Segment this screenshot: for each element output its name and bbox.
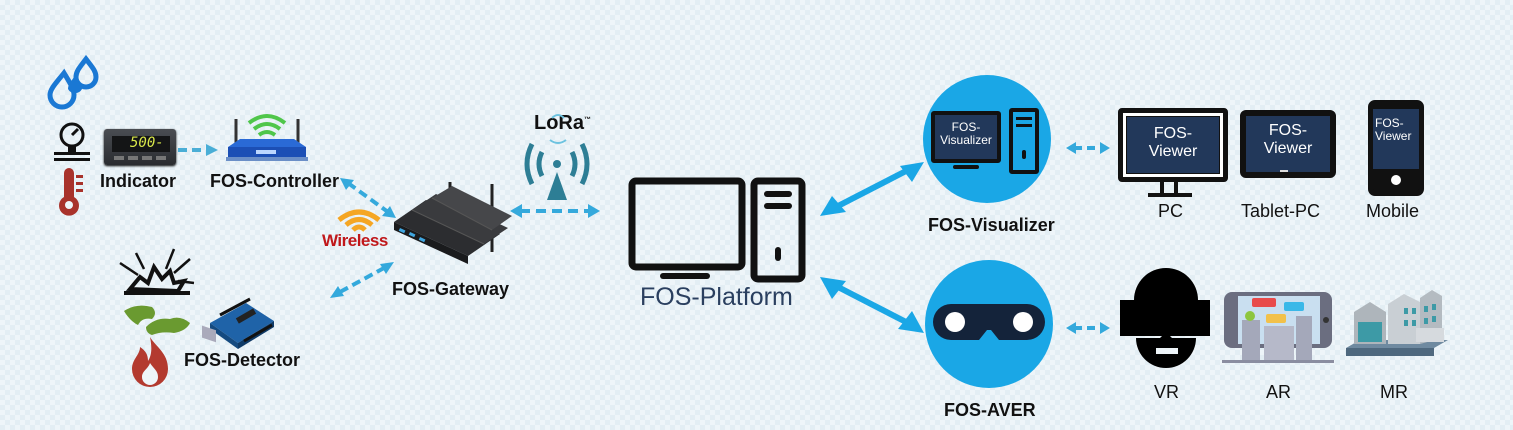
arduino-board-icon	[202, 297, 274, 349]
viewer-pc-label: PC	[1158, 201, 1184, 221]
viewer-mobile: FOS- Viewer Mobile	[1366, 100, 1436, 228]
reality-vr-label: VR	[1154, 382, 1180, 402]
lora-antenna-icon	[524, 114, 590, 200]
pressure-gauge-icon	[54, 122, 90, 161]
mr-buildings-icon	[1346, 290, 1448, 356]
visualizer-node: FOS- Visualizer	[923, 75, 1051, 203]
sensor-group: 500- Indicator FOS-Controller	[40, 54, 340, 225]
indicator-to-controller-arrow	[178, 144, 218, 156]
indicator-label: Indicator	[100, 171, 177, 191]
wifi-icon	[337, 209, 381, 232]
water-drops-icon	[47, 54, 99, 110]
aver-node	[925, 260, 1053, 388]
controller-label: FOS-Controller	[210, 171, 339, 191]
indicator-device: 500-	[104, 129, 176, 165]
indicator-display: 500-	[130, 135, 164, 151]
gateway-device-icon	[394, 182, 512, 264]
fire-icon	[132, 337, 168, 387]
controller-gateway-arrow	[340, 178, 396, 218]
landslide-icon	[124, 305, 190, 335]
detector-gateway-arrow	[330, 262, 394, 298]
viewer-pc: FOS- Viewer PC	[1116, 108, 1228, 228]
aver-label: FOS-AVER	[944, 400, 1036, 420]
detector-group: FOS-Detector	[110, 245, 330, 395]
explosion-icon	[119, 248, 195, 295]
visualizer-tower	[1009, 108, 1039, 174]
reality-mr-label: MR	[1380, 382, 1408, 402]
platform-label: FOS-Platform	[640, 283, 793, 311]
thermometer-icon	[59, 168, 83, 216]
gateway-platform-arrow	[510, 204, 600, 218]
viewer-tablet: FOS- Viewer Tablet-PC	[1238, 108, 1348, 228]
platform-aver-arrow	[820, 277, 924, 333]
viewer-tablet-label: Tablet-PC	[1241, 201, 1321, 221]
viewer-mobile-label: Mobile	[1366, 201, 1420, 221]
gateway-label: FOS-Gateway	[392, 279, 510, 299]
router-icon	[226, 114, 308, 161]
aver-reality-arrow	[1066, 322, 1110, 334]
ar-glasses-icon	[933, 304, 1045, 340]
visualizer-label: FOS-Visualizer	[928, 215, 1055, 235]
visualizer-monitor: FOS- Visualizer	[931, 111, 1001, 163]
lora-label: LoRa™	[534, 112, 591, 134]
ar-tablet-icon	[1222, 292, 1334, 363]
reality-vr: VR	[1118, 268, 1218, 408]
reality-ar: AR	[1222, 290, 1334, 408]
detector-label: FOS-Detector	[184, 350, 301, 370]
platform-computer-icon	[628, 177, 806, 283]
visualizer-viewer-arrow	[1066, 142, 1110, 154]
lora-group: LoRa™	[516, 106, 606, 206]
reality-mr: MR	[1344, 288, 1452, 408]
wireless-label: Wireless	[322, 231, 388, 250]
vr-headset-icon	[1120, 268, 1210, 368]
platform-visualizer-arrow	[820, 162, 924, 216]
reality-ar-label: AR	[1266, 382, 1292, 402]
